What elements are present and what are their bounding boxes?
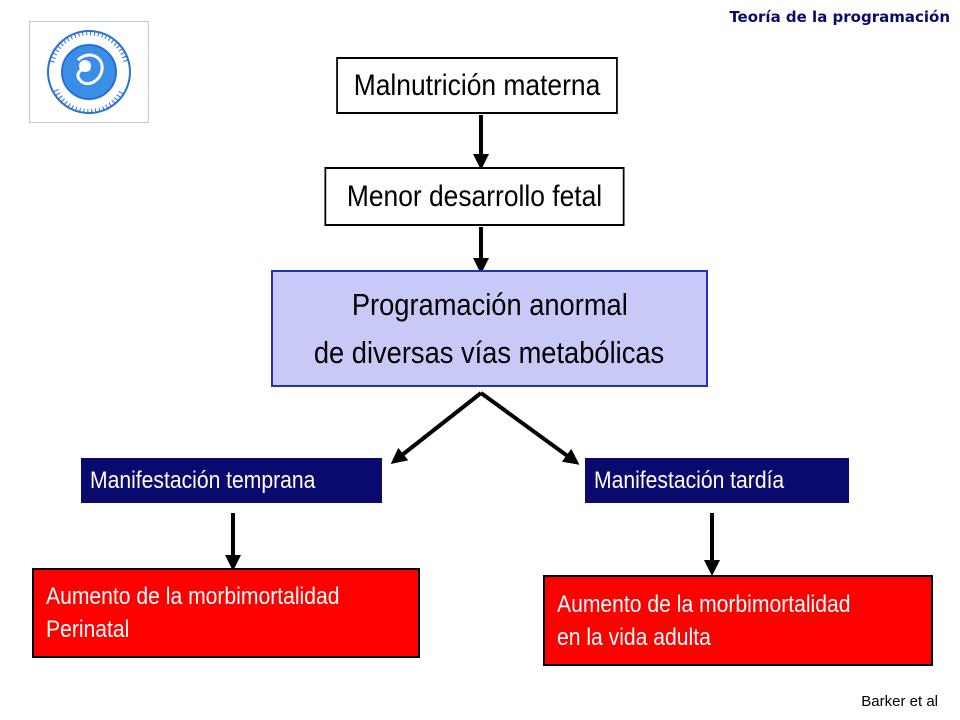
node-late-manifestation: Manifestación tardía (585, 458, 849, 503)
node-early-manifestation: Manifestación temprana (81, 458, 382, 503)
node-adult-morbimortality: Aumento de la morbimortalidad en la vida… (543, 575, 933, 666)
node-perinatal-morbimortality: Aumento de la morbimortalidad Perinatal (32, 568, 420, 658)
node-adult-line1: Aumento de la morbimortalidad (557, 590, 851, 618)
node-lower-fetal-development: Menor desarrollo fetal (324, 167, 625, 226)
citation-source: Barker et al (861, 693, 938, 710)
node-abnormal-programming-line1: Programación anormal (351, 286, 628, 322)
node-abnormal-programming: Programación anormal de diversas vías me… (271, 270, 708, 387)
node-perinatal-line1: Aumento de la morbimortalidad (46, 583, 340, 610)
arrow-programming-to-late (479, 391, 580, 465)
node-abnormal-programming-line2: de diversas vías metabólicas (314, 334, 665, 370)
maternal-fetal-unit-logo-icon (47, 30, 131, 115)
arrow-programming-to-early (390, 391, 483, 464)
node-adult-line2: en la vida adulta (557, 623, 711, 651)
slide-header-title: Teoría de la programación (729, 8, 950, 26)
clinic-logo (29, 21, 149, 123)
node-lower-fetal-development-label: Menor desarrollo fetal (346, 179, 603, 213)
node-late-manifestation-label: Manifestación tardía (594, 466, 785, 494)
node-maternal-malnutrition: Malnutrición materna (336, 57, 618, 114)
node-early-manifestation-label: Manifestación temprana (90, 466, 316, 494)
node-maternal-malnutrition-label: Malnutrición materna (353, 68, 601, 102)
node-perinatal-line2: Perinatal (46, 616, 130, 643)
